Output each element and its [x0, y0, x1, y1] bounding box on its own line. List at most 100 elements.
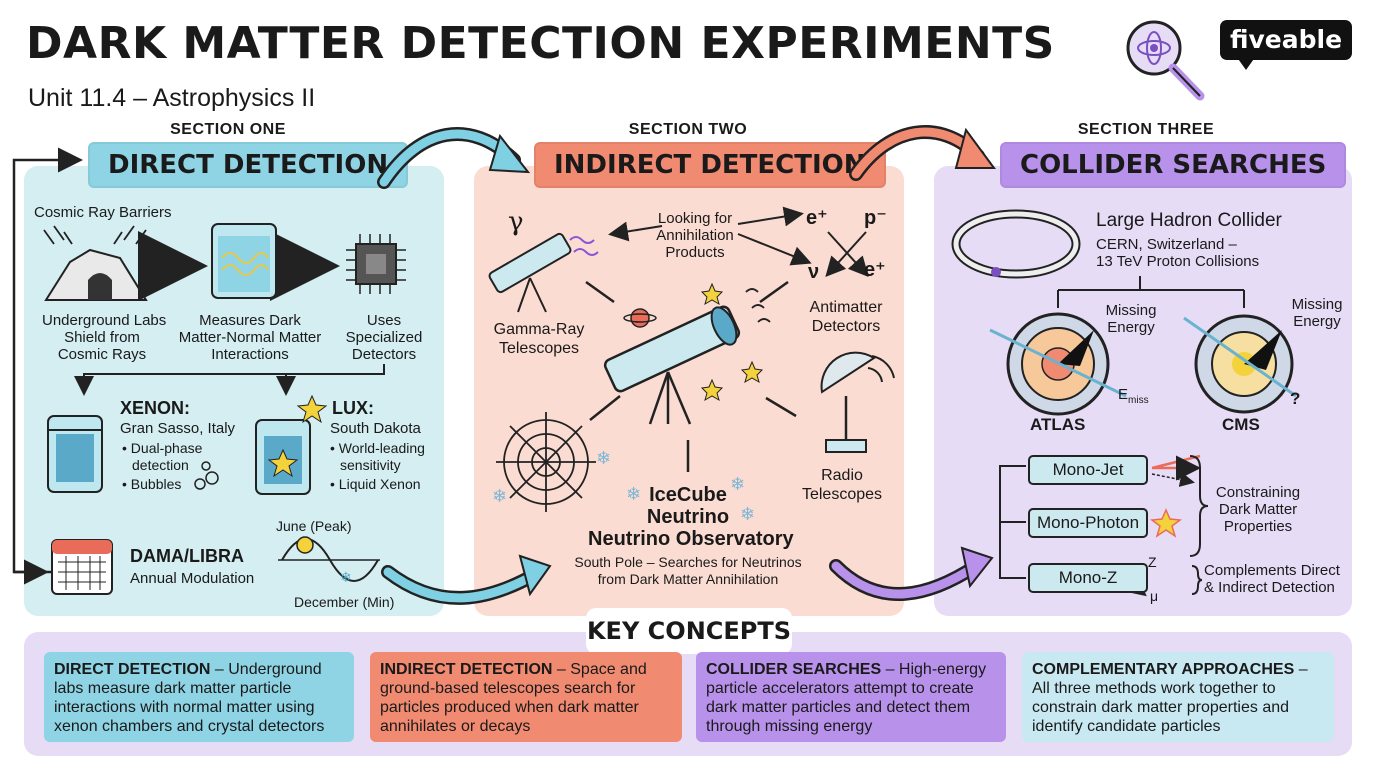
key-concept-collider: COLLIDER SEARCHES – High-energy particle… [696, 652, 1006, 742]
section-two-label: SECTION TWO [628, 121, 748, 138]
icecube-line1: IceCube [649, 484, 727, 506]
complements-line2: & Indirect Detection [1204, 579, 1335, 596]
icecube-desc-line2: from Dark Matter Annihilation [597, 571, 779, 587]
missing1-line2: Energy [1107, 319, 1155, 336]
svg-text:❄: ❄ [740, 504, 755, 524]
central-telescope-drawing [603, 305, 741, 425]
dama-name: DAMA/LIBRA [130, 546, 244, 566]
step1-line1: Underground Labs [42, 312, 167, 329]
key-concept-complementary-head: COMPLEMENTARY APPROACHES [1032, 661, 1295, 678]
z-label: Z [1148, 554, 1157, 570]
missing1-line1: Missing [1105, 302, 1157, 319]
step1-line3: Cosmic Rays [57, 346, 147, 363]
lhc-desc-line2: 13 TeV Proton Collisions [1096, 253, 1260, 270]
gamma-telescope-drawing [488, 232, 599, 313]
xenon-name: XENON: [120, 398, 191, 418]
key-concept-collider-body: – High-energy particle accelerators atte… [706, 661, 987, 735]
step3-line2: Specialized [345, 329, 423, 346]
fiveable-logo[interactable]: fiveable [1220, 20, 1352, 60]
cms-detector-drawing [1183, 314, 1297, 414]
xenon-bullet-1: • Dual-phase [122, 440, 203, 456]
svg-text:❄: ❄ [492, 486, 507, 506]
icecube-line3: Neutrino Observatory [588, 528, 794, 550]
icecube-desc-line1: South Pole – Searches for Neutrinos [574, 554, 802, 570]
step3-line3: Detectors [351, 346, 417, 363]
lux-name: LUX: [332, 398, 374, 418]
mono-z-box[interactable]: Mono-Z [1028, 563, 1148, 593]
looking-line3: Products [665, 244, 725, 261]
key-concept-indirect-body: – Space and ground-based telescopes sear… [380, 661, 647, 735]
missing2-line1: Missing [1291, 296, 1343, 313]
key-concept-complementary-body: – All three methods work together to con… [1032, 661, 1308, 735]
mono-photon-box[interactable]: Mono-Photon [1028, 508, 1148, 538]
emiss-label: Emiss [1118, 386, 1149, 409]
gamma-line2: Telescopes [498, 340, 580, 357]
collider-searches-title: COLLIDER SEARCHES [1000, 142, 1347, 188]
antimatter-line1: Antimatter [809, 299, 883, 316]
svg-text:❄: ❄ [730, 474, 745, 494]
magnifier-icon [1126, 20, 1205, 101]
step2-line2: Matter-Normal Matter [178, 329, 322, 346]
particle-nu: ν [808, 261, 820, 283]
section-three-label: SECTION THREE [1077, 121, 1215, 138]
complements-line1: Complements Direct [1204, 562, 1340, 579]
step1-line2: Shield from [64, 329, 140, 346]
cms-question: ? [1290, 389, 1301, 408]
gamma-symbol: γ [508, 207, 524, 237]
arrow-dama-to-icecube [381, 554, 552, 605]
logo-tail [1236, 56, 1256, 70]
key-concept-indirect-head: INDIRECT DETECTION [380, 661, 553, 678]
key-concept-direct: DIRECT DETECTION – Underground labs meas… [44, 652, 354, 742]
svg-text:❄: ❄ [340, 569, 352, 585]
lux-bullet-2: • Liquid Xenon [330, 476, 421, 492]
page-title: DARK MATTER DETECTION EXPERIMENTS [26, 18, 1055, 69]
xenon-location: Gran Sasso, Italy [120, 420, 236, 437]
radio-line2: Telescopes [801, 486, 883, 503]
looking-line2: Annihilation [656, 227, 734, 244]
key-concepts-title: KEY CONCEPTS [586, 608, 792, 654]
dama-min: December (Min) [294, 594, 395, 610]
key-concept-collider-head: COLLIDER SEARCHES [706, 661, 882, 678]
key-concept-complementary: COMPLEMENTARY APPROACHES – All three met… [1022, 652, 1334, 742]
mono-jet-box[interactable]: Mono-Jet [1028, 455, 1148, 485]
arrow-icecube-to-collider [829, 546, 994, 601]
atlas-label: ATLAS [1030, 415, 1086, 434]
radio-line1: Radio [821, 467, 863, 484]
radio-dish-drawing [820, 351, 895, 453]
arrow-indirect-to-collider [849, 125, 996, 181]
section-one-label: SECTION ONE [170, 121, 286, 138]
antimatter-line2: Detectors [811, 318, 881, 335]
xenon-bullet-1b: detection [132, 457, 189, 473]
xenon-bullet-2: • Bubbles [122, 476, 182, 492]
particle-e-plus: e⁺ [806, 207, 828, 229]
constraining-line2: Dark Matter [1218, 501, 1298, 518]
atlas-detector-drawing [989, 312, 1127, 416]
missing2-line2: Energy [1293, 313, 1341, 330]
particle-p-minus: p⁻ [864, 207, 887, 229]
icecube-web-drawing [496, 412, 596, 512]
lhc-name: Large Hadron Collider [1096, 210, 1282, 231]
cms-label: CMS [1222, 415, 1260, 434]
arrow-direct-to-indirect [377, 127, 531, 189]
page-subtitle: Unit 11.4 – Astrophysics II [28, 84, 316, 112]
dama-desc: Annual Modulation [130, 570, 255, 587]
lhc-desc-line1: CERN, Switzerland – [1096, 236, 1237, 253]
indirect-detection-title: INDIRECT DETECTION [534, 142, 886, 188]
direct-detection-title: DIRECT DETECTION [88, 142, 409, 188]
lux-bullet-1: • World-leading [330, 440, 425, 456]
lux-bullet-1b: sensitivity [340, 457, 401, 473]
lux-location: South Dakota [330, 420, 421, 437]
svg-text:❄: ❄ [596, 448, 611, 468]
constraining-line1: Constraining [1215, 484, 1301, 501]
step2-line1: Measures Dark [199, 312, 301, 329]
constraining-line3: Properties [1223, 518, 1293, 535]
gamma-line1: Gamma-Ray [493, 321, 585, 338]
svg-text:❄: ❄ [626, 484, 641, 504]
mu-label: μ [1150, 588, 1159, 604]
icecube-line2: Neutrino [646, 506, 730, 528]
step3-line1: Uses [366, 312, 402, 329]
key-concept-direct-head: DIRECT DETECTION [54, 661, 211, 678]
cosmic-ray-barriers-label: Cosmic Ray Barriers [34, 204, 172, 221]
key-concept-indirect: INDIRECT DETECTION – Space and ground-ba… [370, 652, 682, 742]
